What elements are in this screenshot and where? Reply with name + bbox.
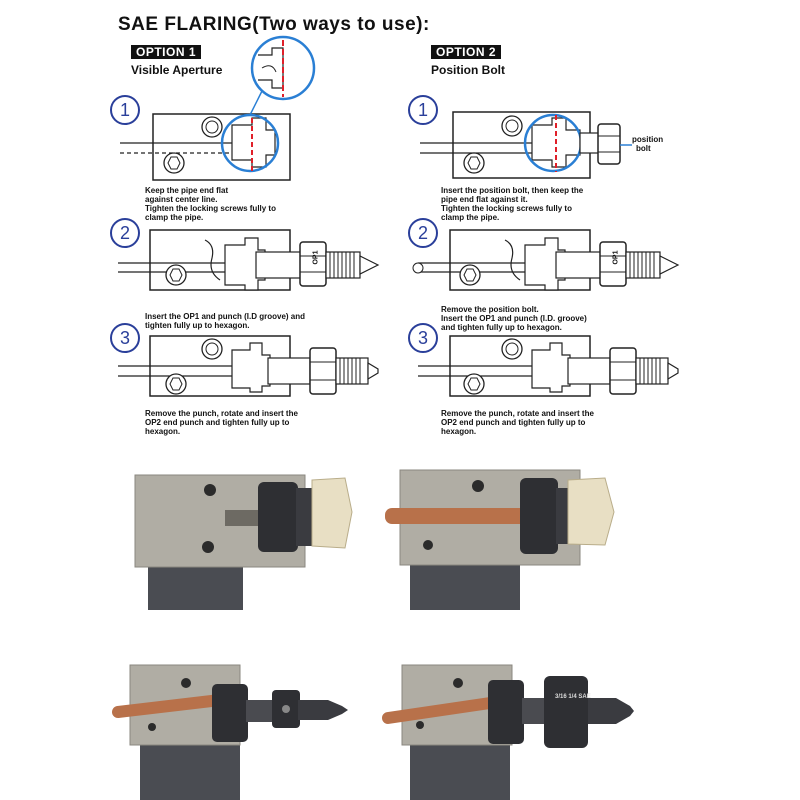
photo-bottom-left: [112, 625, 385, 800]
opt2-step2-text: Remove the position bolt. Insert the OP1…: [441, 305, 587, 332]
opt1-step1-diagram: [120, 84, 291, 181]
photo-top-right: [385, 460, 625, 610]
page-title: SAE FLARING(Two ways to use):: [118, 14, 430, 35]
opt1-step2-diagram: [118, 229, 380, 291]
opt1-step3-text: Remove the punch, rotate and insert the …: [145, 409, 298, 436]
opt1-step3-diagram: [118, 335, 379, 397]
opt2-step1-diagram: [420, 111, 632, 179]
position-bolt-label: position bolt: [632, 135, 664, 153]
photo-top-left: [125, 460, 375, 610]
opt1-step3-number: 3: [110, 323, 140, 353]
opt2-step1-number: 1: [408, 95, 438, 125]
opt2-step3-text: Remove the punch, rotate and insert the …: [441, 409, 594, 436]
option1-subtitle: Visible Aperture: [131, 63, 223, 77]
option2-subtitle: Position Bolt: [431, 63, 505, 77]
opt2-step3-number: 3: [408, 323, 438, 353]
opt1-step1-number: 1: [110, 95, 140, 125]
opt1-step2-number: 2: [110, 218, 140, 248]
option1-badge: OPTION 1: [131, 45, 202, 59]
opt2-step1-text: Insert the position bolt, then keep the …: [441, 186, 584, 222]
opt1-zoom-detail: [250, 35, 316, 101]
opt2-step3-diagram: [418, 335, 679, 397]
die-marking: 3/16 1/4 SAE: [555, 694, 591, 700]
opt1-step2-text: Insert the OP1 and punch (I.D groove) an…: [145, 312, 306, 330]
photo-bottom-right: [382, 625, 645, 800]
opt1-step1-text: Keep the pipe end flat against center li…: [145, 186, 276, 222]
opt1-punch-label: OP1: [312, 250, 320, 265]
opt2-step2-diagram: [412, 229, 680, 291]
opt2-step2-number: 2: [408, 218, 438, 248]
option2-badge: OPTION 2: [431, 45, 502, 59]
opt2-punch-label: OP1: [612, 250, 620, 265]
